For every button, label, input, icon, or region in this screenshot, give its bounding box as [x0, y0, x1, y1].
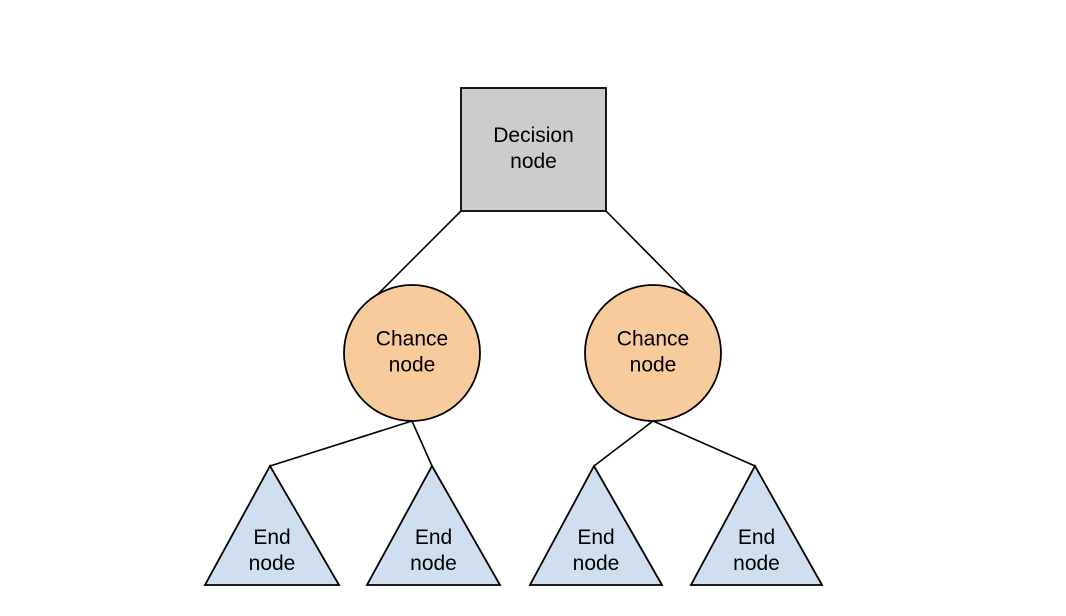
end-node-2-label-line1: End [415, 526, 452, 549]
edge-decision-to-chance-left [376, 210, 462, 296]
chance-node-right-shape[interactable] [584, 284, 722, 422]
end-node-4-shape[interactable] [689, 464, 824, 586]
chance-node-right-label-line2: node [630, 354, 677, 377]
end-node-3-label-line2: node [573, 552, 620, 575]
chance-node-left[interactable]: Chance node [343, 284, 481, 422]
end-node-3-shape[interactable] [528, 464, 664, 586]
chance-node-right[interactable]: Chance node [584, 284, 722, 422]
end-node-1-label-line2: node [249, 552, 296, 575]
end-node-4-label-line1: End [738, 526, 775, 549]
chance-node-left-shape[interactable] [343, 284, 481, 422]
end-node-3[interactable]: End node [528, 464, 664, 586]
end-node-1-shape[interactable] [203, 464, 341, 586]
edge-chance-left-to-end-node-1 [269, 420, 413, 467]
chance-node-left-label-line2: node [389, 354, 436, 377]
end-node-2[interactable]: End node [365, 464, 502, 586]
end-node-3-label-line1: End [577, 526, 614, 549]
chance-node-left-label-line1: Chance [376, 328, 448, 351]
edge-group [269, 210, 756, 467]
edge-chance-right-to-end-node-4 [652, 420, 756, 467]
decision-node-shape[interactable] [460, 87, 607, 212]
edge-chance-left-to-end-node-2 [411, 420, 433, 467]
edge-chance-right-to-end-node-3 [593, 420, 654, 467]
end-node-1[interactable]: End node [203, 464, 341, 586]
end-node-4[interactable]: End node [689, 464, 824, 586]
end-node-4-label-line2: node [733, 552, 780, 575]
decision-node[interactable]: Decision node [460, 87, 607, 212]
decision-node-label-line2: node [510, 150, 557, 173]
end-node-2-label-line2: node [410, 552, 457, 575]
chance-node-right-label-line1: Chance [617, 328, 689, 351]
edge-decision-to-chance-right [605, 210, 690, 296]
end-node-2-shape[interactable] [365, 464, 502, 586]
decision-node-label-line1: Decision [493, 124, 574, 147]
end-node-1-label-line1: End [253, 526, 290, 549]
